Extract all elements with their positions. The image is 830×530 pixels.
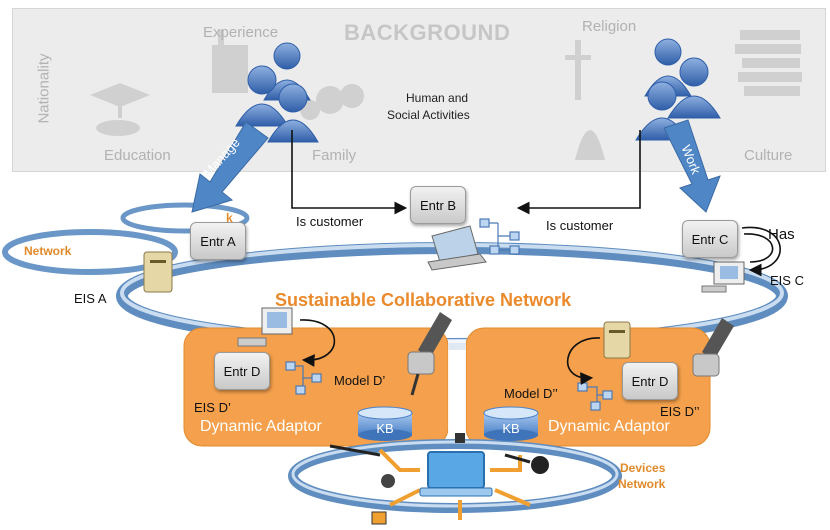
kb-left-label: KB (376, 420, 394, 436)
tablet-icon (371, 511, 387, 525)
factory-shape (212, 45, 248, 93)
has-connector (741, 226, 781, 277)
book-stack-shape (740, 30, 800, 40)
people-group-right-icon (635, 38, 721, 141)
kb-cylinder-left (357, 406, 413, 441)
is-customer-connectors (291, 130, 641, 215)
dynamic-adaptor-right-label: Dynamic Adaptor (548, 418, 670, 435)
category-nationality: Nationality (35, 53, 53, 124)
model-d2-label: Model D’’ (504, 386, 558, 401)
chimney-shape (218, 30, 224, 46)
family-photo-shape (316, 86, 344, 114)
model-d-connectors (299, 319, 601, 385)
device-node-icon (531, 456, 549, 474)
enterprise-d-right-box: Entr D (622, 362, 678, 400)
server-icon-eis-a (143, 251, 173, 293)
category-family: Family (312, 147, 357, 164)
model-icon-d1 (285, 361, 322, 395)
device-cables-dark (329, 444, 531, 464)
model-icon-d2 (577, 382, 613, 411)
enterprise-a-box: Entr A (190, 222, 246, 260)
eis-d1-label: EIS D’ (194, 400, 231, 415)
book-shape (96, 120, 140, 136)
category-culture: Culture (744, 147, 793, 164)
plug-icon-right (692, 318, 734, 377)
buddha-statue-shape (575, 130, 605, 160)
plug-icon-left (407, 312, 452, 396)
is-customer-left-label: Is customer (296, 214, 364, 229)
globe-icon (381, 474, 395, 488)
eis-d2-label: EIS D’’ (660, 404, 700, 419)
cross-shape (575, 40, 581, 100)
eis-a-label: EIS A (74, 291, 107, 306)
work-arrow (663, 119, 721, 213)
server-icon-eis-d2 (603, 321, 631, 359)
computer-icon-eis-c (701, 261, 745, 293)
enterprise-c-box: Entr C (682, 220, 738, 258)
has-label: Has (768, 226, 795, 243)
wifi-icon (455, 433, 465, 443)
enterprise-d-left-box: Entr D (214, 352, 270, 390)
small-network-ring (2, 202, 250, 275)
activities-line-1: Human and (406, 91, 469, 105)
graduation-cap-icon (90, 83, 150, 107)
main-network-label: Sustainable Collaborative Network (275, 290, 572, 310)
tassel-shape (118, 100, 122, 118)
background-title: BACKGROUND (344, 20, 511, 45)
device-cables (378, 448, 531, 520)
background-imagery (90, 30, 802, 160)
enterprise-b-box: Entr B (410, 186, 466, 224)
laptop-icon-entr-b (427, 225, 487, 271)
devices-network-label-2: Network (618, 477, 666, 491)
people-group-left-icon (235, 42, 319, 143)
devices-network-label-1: Devices (620, 461, 666, 475)
dynamic-adaptor-left-label: Dynamic Adaptor (200, 418, 322, 435)
activities-line-2: Social Activities (387, 108, 470, 122)
manage-arrow (191, 121, 269, 213)
is-customer-right-label: Is customer (546, 218, 614, 233)
category-experience: Experience (203, 24, 279, 41)
small-network-label: Network (24, 244, 72, 258)
kb-right-label: KB (502, 420, 520, 436)
category-religion: Religion (582, 18, 637, 35)
category-education: Education (104, 147, 171, 164)
model-icon-entr-b (479, 218, 520, 255)
computer-icon-eis-d1 (237, 307, 293, 347)
eis-c-label: EIS C (770, 273, 804, 288)
model-d1-label: Model D’ (334, 373, 386, 388)
kb-cylinder-right (483, 406, 539, 441)
small-network-label-fragment: k (226, 211, 233, 225)
devices-laptop-icon (419, 451, 493, 497)
